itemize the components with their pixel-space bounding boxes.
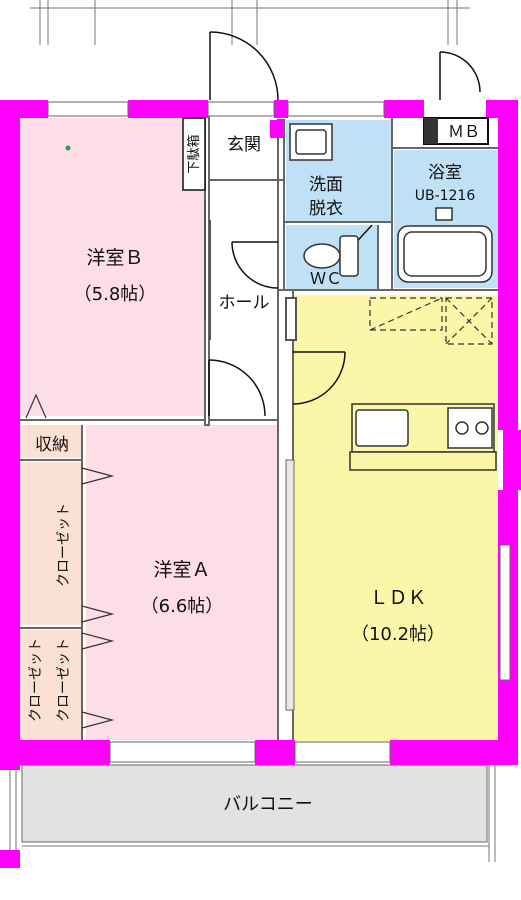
bath-label: 浴室 — [428, 163, 462, 183]
closet-doors — [25, 393, 115, 729]
balcony-rails — [9, 765, 496, 862]
western-room-a-size: （6.6帖） — [141, 596, 224, 617]
toilet-fixture — [303, 235, 359, 277]
washroom-label-1: 洗面 — [309, 175, 343, 195]
washroom-label-2: 脱衣 — [309, 199, 343, 219]
balcony-floor — [21, 764, 488, 843]
windows — [47, 101, 511, 763]
doors — [208, 31, 481, 417]
closet-label-2: クローゼット — [56, 638, 72, 722]
marker-dot — [65, 145, 71, 151]
western-room-a-label: 洋室Ａ — [153, 559, 210, 581]
western-room-b-size: （5.8帖） — [74, 284, 157, 305]
toilet-label: ＷＣ — [310, 269, 342, 288]
upper-cabinets — [369, 297, 493, 345]
shoe-box-label: 下駄箱 — [186, 134, 202, 173]
washbasin — [289, 123, 333, 161]
storage-floor — [20, 425, 82, 458]
balcony-label: バルコニー — [223, 794, 313, 815]
context-lines — [30, 0, 470, 45]
shoe-box — [182, 117, 206, 191]
ldk-floor — [293, 295, 498, 741]
mb-box — [423, 117, 489, 145]
closet-label-3: クローゼット — [28, 638, 44, 722]
western-room-b-label: 洋室Ｂ — [86, 247, 143, 269]
exterior-walls — [0, 100, 521, 868]
hall-label: ホール — [219, 293, 270, 313]
ldk-label: ＬＤＫ — [369, 587, 426, 609]
kitchen-counter — [349, 403, 497, 471]
ldk-size: （10.2帖） — [351, 624, 445, 645]
sliding-doors — [204, 200, 297, 341]
western-room-a-floor — [86, 425, 279, 740]
western-room-b-floor — [20, 118, 207, 416]
bath-unit-label: UB-1216 — [415, 188, 476, 204]
mb-label: ＭＢ — [448, 122, 480, 141]
closet-label-1: クローゼット — [56, 503, 72, 587]
closet-floor-1 — [20, 462, 82, 625]
closet-floor-2 — [20, 630, 82, 740]
entrance-label: 玄関 — [227, 135, 261, 155]
bathtub — [397, 207, 493, 283]
storage-label: 収納 — [35, 435, 69, 455]
